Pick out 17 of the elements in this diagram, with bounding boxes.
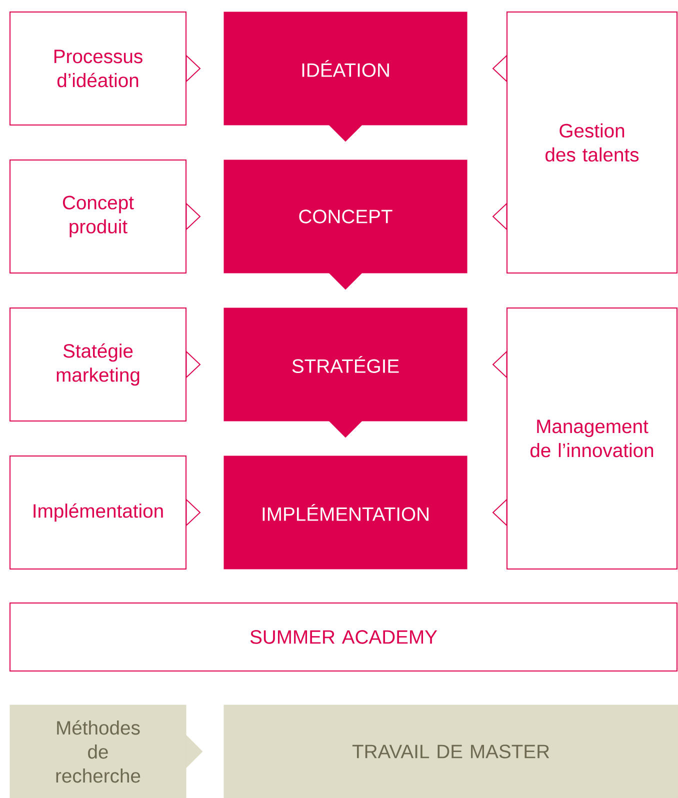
stage-box: IMPLÉMENTATION (224, 456, 468, 570)
arrow (328, 124, 362, 142)
label-box: Statégie marketing (10, 308, 186, 422)
label-box: Management de l’innovation (506, 308, 678, 570)
band-box: SUMMER ACADEMY (10, 602, 678, 672)
label-box: Gestion des talents (506, 12, 678, 274)
stage-box: TRAVAIL DE MASTER (224, 704, 678, 798)
arrow (328, 420, 362, 438)
label-box: Implémentation (10, 456, 186, 570)
label-box: Concept produit (10, 160, 186, 274)
label-box: Méthodes de recherche (10, 704, 186, 798)
stage-box: STRATÉGIE (224, 308, 468, 422)
label-box: Processus d’idéation (10, 12, 186, 126)
stage-box: IDÉATION (224, 12, 468, 126)
stage-box: CONCEPT (224, 160, 468, 274)
arrow (328, 272, 362, 290)
arrow (186, 734, 203, 768)
